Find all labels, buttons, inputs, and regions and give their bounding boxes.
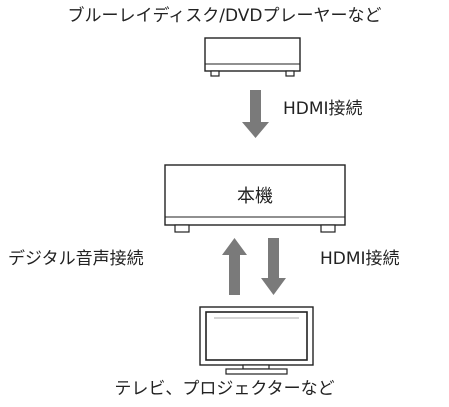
source-device-label: ブルーレイディスク/DVDプレーヤーなど [67, 6, 382, 26]
player-device-icon [204, 37, 301, 77]
receiver-box-icon [164, 164, 346, 233]
main-unit-label: 本機 [237, 186, 273, 207]
arrow-up-digital-audio [222, 238, 247, 295]
tv-monitor-icon [199, 306, 314, 375]
display-device-label: テレビ、プロジェクターなど [114, 379, 335, 399]
digital-audio-connection-label: デジタル音声接続 [8, 249, 144, 269]
arrow-down-hdmi-bottom [261, 238, 286, 295]
hdmi-connection-label-top: HDMI接続 [283, 99, 363, 119]
arrow-down-hdmi-top [242, 90, 269, 138]
hdmi-connection-label-bottom: HDMI接続 [320, 249, 400, 269]
